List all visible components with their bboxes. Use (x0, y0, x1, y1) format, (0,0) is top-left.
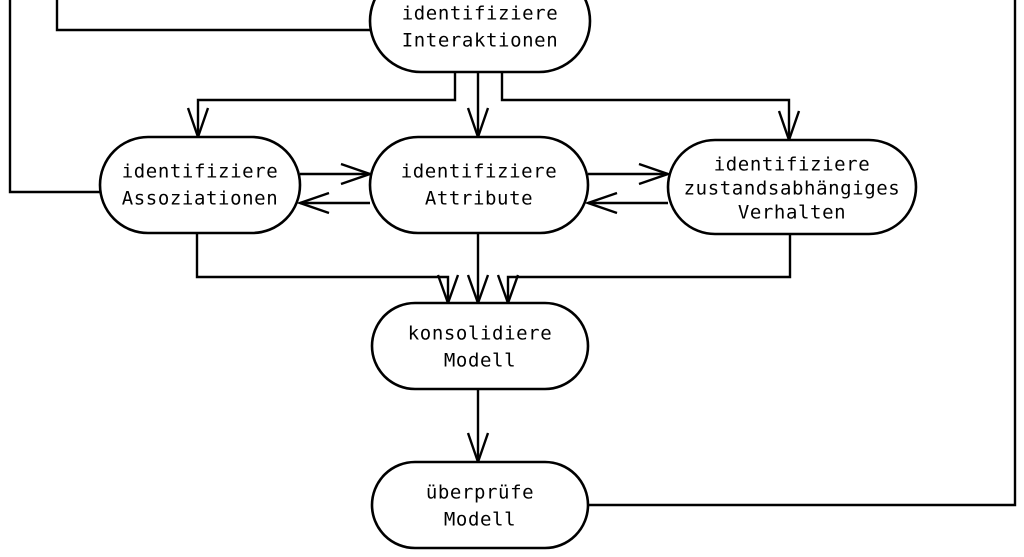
arrowhead-attribute-to-verhalten (638, 162, 672, 186)
node-label-verhalten-line2: zustandsabhängiges (684, 178, 901, 200)
edge-verhalten-to-konsolidiere (506, 233, 792, 303)
arrowhead-verhalten-to-attribute (584, 191, 618, 215)
node-shape-assoziationen (98, 135, 302, 235)
node-label-verhalten-line3: Verhalten (738, 202, 846, 224)
node-label-konsolidiere-line1: konsolidiere (408, 323, 552, 345)
edge-interaktionen-to-verhalten (500, 72, 791, 140)
node-label-interaktionen-line2: Interaktionen (402, 30, 559, 52)
edge-ueberpruefe-feedback-right (588, 0, 1017, 507)
node-label-attribute-line2: Attribute (425, 188, 533, 210)
node-shape-verhalten (666, 138, 918, 236)
node-identifiziere-interaktionen[interactable]: identifiziere Interaktionen (368, 0, 592, 74)
node-label-attribute-line1: identifiziere (401, 161, 558, 183)
node-label-verhalten-line1: identifiziere (714, 154, 871, 176)
node-identifiziere-attribute[interactable]: identifiziere Attribute (368, 135, 590, 235)
edge-assoziationen-feedback-left (8, 0, 100, 194)
node-label-ueberpruefe-line1: überprüfe (426, 482, 534, 504)
node-shape-ueberpruefe (370, 460, 590, 550)
node-ueberpruefe-modell[interactable]: überprüfe Modell (370, 460, 590, 550)
edge-assoziationen-to-konsolidiere (195, 233, 450, 303)
node-identifiziere-zustandsabhaengiges-verhalten[interactable]: identifiziere zustandsabhängiges Verhalt… (666, 138, 918, 236)
node-shape-interaktionen (368, 0, 592, 74)
node-label-ueberpruefe-line2: Modell (444, 509, 516, 531)
node-label-konsolidiere-line2: Modell (444, 350, 516, 372)
edge-interaktionen-feedback-left (55, 0, 370, 32)
node-label-interaktionen-line1: identifiziere (402, 3, 559, 25)
node-konsolidiere-modell[interactable]: konsolidiere Modell (370, 301, 590, 391)
node-label-assoziationen-line1: identifiziere (122, 161, 279, 183)
node-shape-attribute (368, 135, 590, 235)
node-label-assoziationen-line2: Assoziationen (122, 188, 279, 210)
arrowhead-attribute-to-assoziationen (296, 191, 330, 215)
node-identifiziere-assoziationen[interactable]: identifiziere Assoziationen (98, 135, 302, 235)
node-shape-konsolidiere (370, 301, 590, 391)
edge-interaktionen-to-assoziationen (196, 72, 457, 137)
